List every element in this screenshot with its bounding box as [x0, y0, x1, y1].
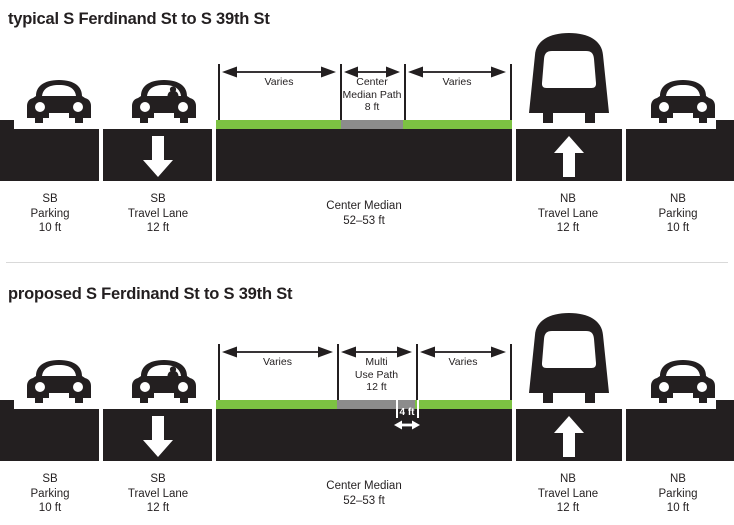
typical-title: typical S Ferdinand St to S 39th St: [8, 10, 270, 28]
buffer-callout-tick-left: [396, 400, 398, 418]
dimension-arrow-multi-use-path: [341, 346, 412, 358]
sb-parking-slab: [0, 409, 99, 461]
multi-use-path-strip: [337, 400, 415, 409]
caption-sb-travel-lane: SB Travel Lane 12 ft: [127, 193, 189, 234]
nb-parking-slab: [626, 409, 716, 461]
proposed-stage: 4 ft: [0, 263, 734, 525]
caption-nb-parking: NB Parking 10 ft: [658, 473, 698, 514]
caption-sb-parking: SB Parking 10 ft: [30, 193, 70, 234]
typical-stage: Varies Center Median Path 8 ft Varies SB…: [0, 0, 734, 262]
car-icon: [23, 76, 95, 128]
center-median-path-strip: [341, 120, 403, 129]
dimension-label-varies-right: Varies: [442, 76, 472, 88]
buffer-callout-label: 4 ft: [399, 407, 415, 418]
sb-parking-curb: [0, 120, 14, 130]
sb-parking-slab: [0, 129, 99, 181]
dimension-tick: [337, 344, 339, 400]
dimension-arrow-center-median-path: [344, 66, 400, 78]
nb-parking-slab: [626, 129, 716, 181]
caption-sb-travel-lane: SB Travel Lane 12 ft: [127, 473, 189, 514]
buffer-callout-tick-right: [417, 400, 419, 418]
bus-icon: [521, 27, 617, 129]
dimension-tick: [218, 344, 220, 400]
dimension-label-varies-right: Varies: [448, 356, 478, 368]
nb-parking-curb: [716, 400, 734, 461]
sb-parking-curb: [0, 400, 14, 410]
car-icon: [23, 356, 95, 408]
proposed-cross-section: proposed S Ferdinand St to S 39th St: [0, 263, 734, 525]
up-arrow-icon: [551, 416, 587, 458]
typical-cross-section: typical S Ferdinand St to S 39th St: [0, 0, 734, 262]
car-icon: [647, 76, 719, 128]
dimension-tick: [340, 64, 342, 120]
bus-icon: [521, 307, 617, 409]
caption-nb-travel-lane: NB Travel Lane 12 ft: [537, 193, 599, 234]
dimension-tick: [218, 64, 220, 120]
dimension-label-multi-use-path: Multi Use Path 12 ft: [354, 356, 399, 393]
car-with-driver-icon: [128, 356, 200, 408]
dimension-tick: [510, 64, 512, 120]
section-divider: [6, 262, 728, 263]
car-with-driver-icon: [128, 76, 200, 128]
caption-center-median: Center Median 52–53 ft: [326, 480, 402, 507]
caption-center-median: Center Median 52–53 ft: [326, 200, 402, 227]
center-median-slab: [216, 409, 512, 461]
caption-nb-travel-lane: NB Travel Lane 12 ft: [537, 473, 599, 514]
down-arrow-icon: [140, 136, 176, 178]
dimension-tick: [510, 344, 512, 400]
down-arrow-icon: [140, 416, 176, 458]
dimension-label-center-median-path: Center Median Path 8 ft: [342, 76, 402, 113]
up-arrow-icon: [551, 136, 587, 178]
proposed-title: proposed S Ferdinand St to S 39th St: [8, 285, 293, 303]
dimension-label-varies-left: Varies: [264, 76, 294, 88]
dimension-tick: [404, 64, 406, 120]
dimension-label-varies-left: Varies: [263, 356, 292, 368]
dimension-arrow-varies-right: [420, 346, 506, 358]
caption-nb-parking: NB Parking 10 ft: [658, 193, 698, 234]
caption-sb-parking: SB Parking 10 ft: [30, 473, 70, 514]
nb-parking-curb: [716, 120, 734, 181]
center-median-slab: [216, 129, 512, 181]
dimension-arrow-varies-left: [222, 346, 333, 358]
car-icon: [647, 356, 719, 408]
dimension-arrow-varies-right: [408, 66, 506, 78]
dimension-tick: [416, 344, 418, 400]
dimension-arrow-varies-left: [222, 66, 336, 78]
buffer-width-double-arrow-icon: [394, 420, 420, 430]
